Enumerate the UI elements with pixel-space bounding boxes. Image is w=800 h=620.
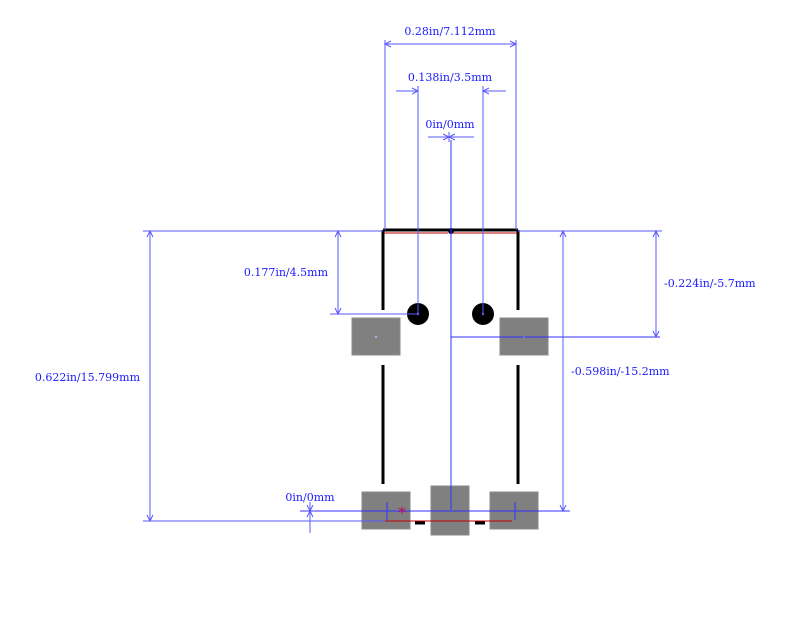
dimension-pin-row-offset: -0.598in/-15.2mm [518, 229, 670, 513]
label-overall-width: 0.28in/7.112mm [404, 25, 496, 38]
dimension-hole-offset: 0.177in/4.5mm [244, 229, 418, 316]
reference-lines [300, 140, 660, 522]
dimension-origin-offset: 0in/0mm [285, 491, 335, 533]
dimension-center-offset: 0in/0mm [425, 118, 475, 142]
label-hole-offset: 0.177in/4.5mm [244, 266, 329, 279]
dimension-pad-offset: -0.224in/-5.7mm [518, 229, 756, 339]
label-pad-offset: -0.224in/-5.7mm [664, 277, 756, 290]
dimension-overall-height: 0.622in/15.799mm [35, 229, 385, 523]
label-pin-row-offset: -0.598in/-15.2mm [571, 365, 670, 378]
dimension-overall-width: 0.28in/7.112mm [383, 25, 518, 230]
pin1-marker: * [398, 503, 406, 522]
label-origin-offset: 0in/0mm [285, 491, 335, 504]
component-outline [381, 228, 520, 484]
label-overall-height: 0.622in/15.799mm [35, 371, 141, 384]
label-pin-spacing: 0.138in/3.5mm [408, 71, 493, 84]
dimension-pin-spacing: 0.138in/3.5mm [396, 71, 506, 314]
label-center-offset: 0in/0mm [425, 118, 475, 131]
